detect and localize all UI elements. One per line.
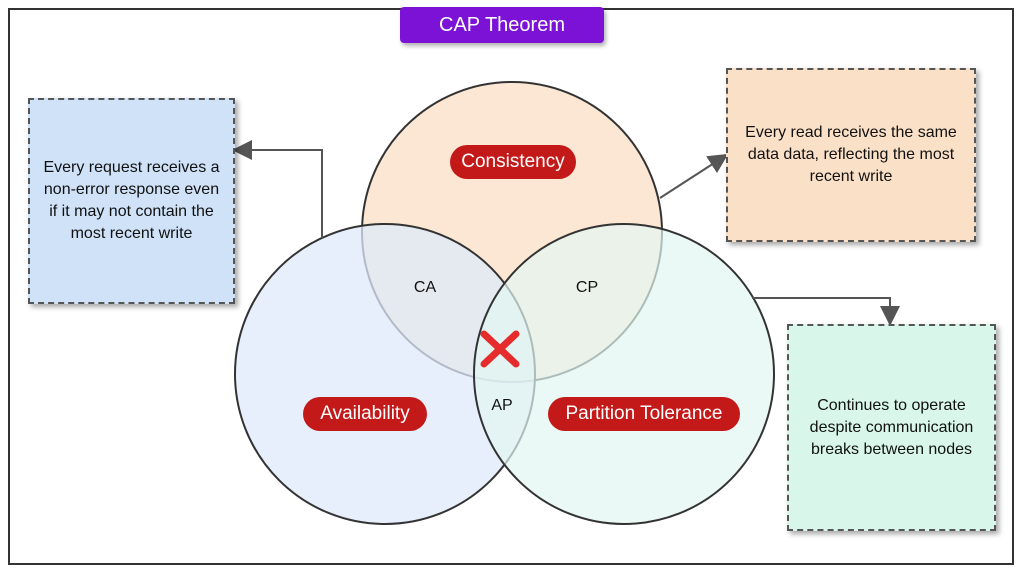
ap-label: AP bbox=[491, 397, 513, 414]
cp-label: CP bbox=[575, 279, 599, 296]
availability-note-text: Every request receives a non-error respo… bbox=[43, 159, 220, 242]
cross-icon bbox=[480, 330, 520, 368]
partition-connector bbox=[752, 297, 900, 326]
consistency-note: Every read receives the same data data, … bbox=[726, 68, 976, 242]
partition-circle bbox=[473, 223, 775, 525]
consistency-connector bbox=[659, 153, 729, 199]
partition-tolerance-label: Partition Tolerance bbox=[548, 397, 740, 431]
partition-note: Continues to operate despite communicati… bbox=[787, 324, 996, 531]
diagram-title: CAP Theorem bbox=[400, 7, 604, 43]
availability-label: Availability bbox=[303, 397, 427, 431]
availability-note: Every request receives a non-error respo… bbox=[28, 98, 235, 304]
ca-label: CA bbox=[413, 279, 437, 296]
partition-note-text: Continues to operate despite communicati… bbox=[809, 396, 974, 458]
availability-connector bbox=[232, 140, 323, 238]
consistency-note-text: Every read receives the same data data, … bbox=[745, 124, 957, 185]
consistency-label: Consistency bbox=[450, 145, 576, 179]
